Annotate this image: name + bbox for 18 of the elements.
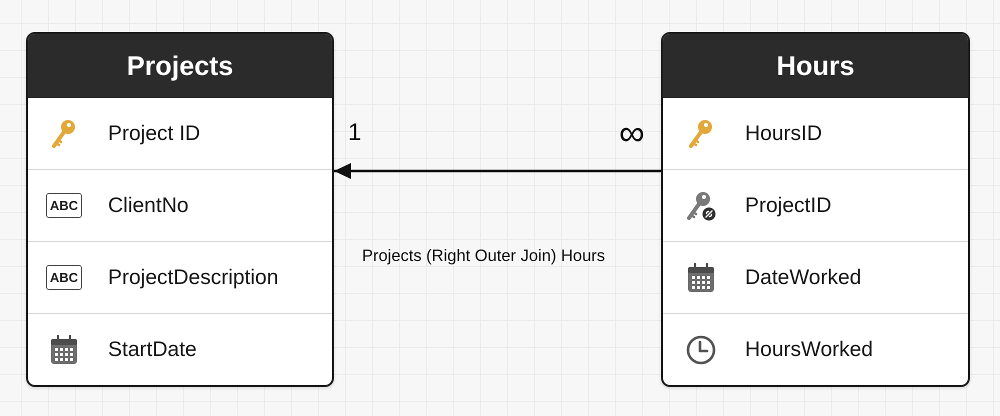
field-name: DateWorked [745,266,862,290]
table-title: Projects [126,50,234,82]
field-name: HoursWorked [745,338,873,362]
relationship-label: Projects (Right Outer Join) Hours [362,247,605,266]
field-name: ClientNo [108,194,189,218]
field-name: ProjectDescription [108,266,278,290]
text-type-icon: ABC [46,193,82,218]
arrow [334,163,661,179]
table-title: Hours [776,50,854,82]
cardinality-label: 1 [348,120,362,146]
field-name: StartDate [108,338,197,362]
field-name: HoursID [745,122,822,146]
field-name: ProjectID [745,194,832,218]
text-type-icon: ABC [46,265,82,290]
field-name: Project ID [108,122,200,146]
cardinality-label: ∞ [619,113,645,153]
table-card [661,32,970,387]
table-card [26,32,334,387]
